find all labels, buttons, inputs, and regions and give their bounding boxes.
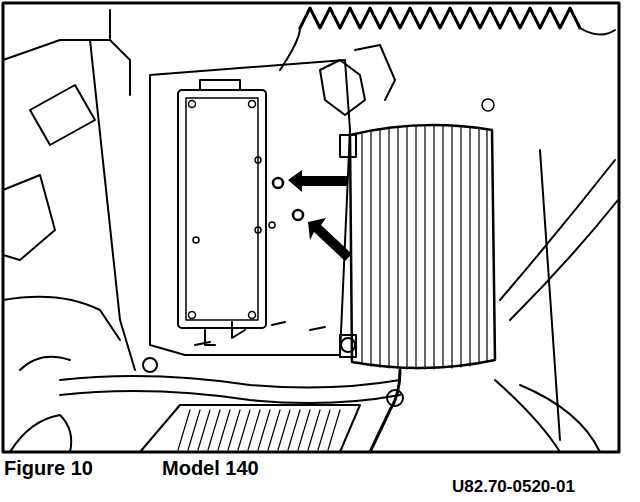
ribbed-unit: [350, 125, 495, 368]
bracket: [320, 60, 365, 115]
bolt: [341, 338, 355, 352]
wire-loop: [10, 415, 71, 452]
wire: [20, 357, 70, 370]
connector: [200, 80, 240, 90]
control-module: [178, 90, 266, 328]
grille: [140, 405, 360, 452]
caption-text: Model 140: [162, 458, 259, 478]
wire-harness: [60, 391, 400, 403]
reference-code: U82.70-0520-01: [452, 478, 575, 495]
control-module: [186, 98, 258, 320]
mount-tab: [340, 135, 356, 157]
tab: [205, 322, 245, 345]
wire-harness: [60, 376, 400, 388]
caption-text: Figure 10: [4, 458, 93, 478]
body-panel: [3, 175, 55, 260]
clip: [355, 45, 395, 100]
wire: [510, 200, 618, 320]
bolt: [143, 358, 157, 372]
mount-tab: [340, 335, 356, 357]
edge-line: [3, 297, 120, 340]
bolt: [387, 390, 403, 406]
spring-hook: [280, 28, 300, 70]
wire: [495, 380, 560, 452]
bracket: [30, 85, 95, 145]
wire: [520, 385, 600, 452]
spring: [300, 8, 580, 28]
image-frame: [3, 3, 619, 452]
mounting-plate: [150, 60, 350, 355]
wire: [540, 150, 560, 440]
slot: [195, 322, 325, 345]
wire: [500, 160, 615, 300]
body-panel: [3, 10, 130, 95]
indicator-arrow: [308, 218, 352, 261]
spring-end: [580, 28, 615, 35]
edge-line: [90, 40, 135, 370]
indicator-arrow: [288, 170, 348, 192]
